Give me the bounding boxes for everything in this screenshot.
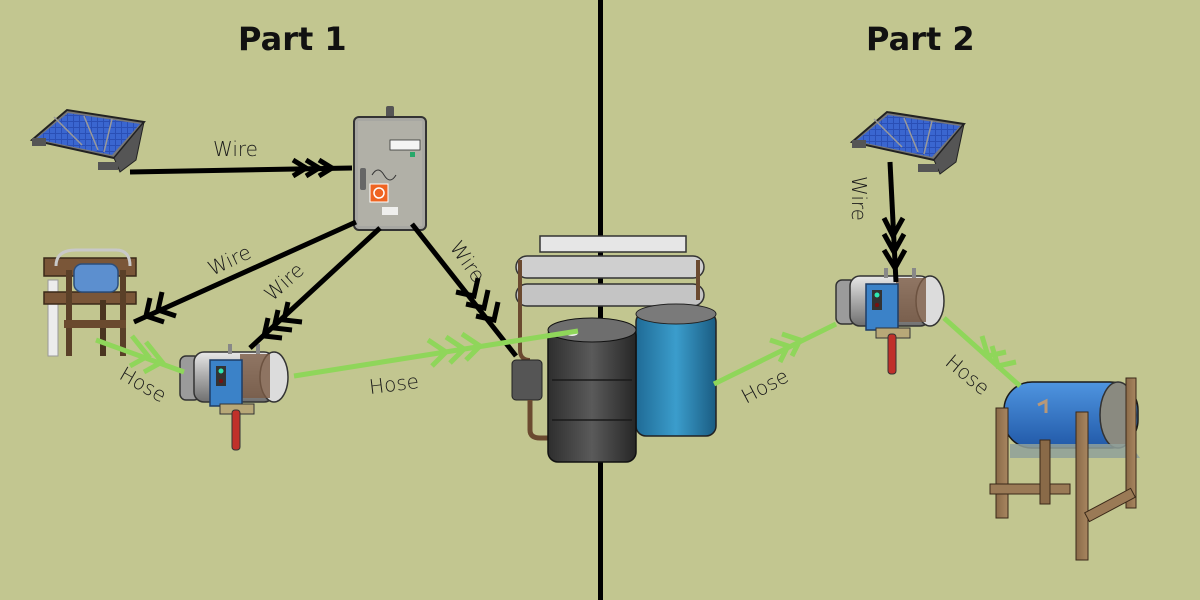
hose-water-pump-to-pump-1 xyxy=(95,334,185,375)
part-2-title: Part 2 xyxy=(866,20,975,58)
label-wire-solar: Wire xyxy=(213,137,258,161)
solar-panel-2 xyxy=(851,111,965,175)
wire-solar-2-to-pump-2 xyxy=(881,161,908,283)
label-hose-water-pump: Hose xyxy=(116,362,171,408)
electrical-branch xyxy=(353,106,427,231)
hose-purifier-to-pump-2 xyxy=(712,321,838,387)
part-1-title: Part 1 xyxy=(238,20,347,58)
label-wire-solar-2: Wire xyxy=(847,176,871,221)
wire-branch-to-water-pump xyxy=(132,219,358,325)
hose-pump-2-to-barrel xyxy=(942,316,1022,388)
wire-branch-to-pump-1 xyxy=(248,226,382,350)
wire-solar-to-branch xyxy=(129,157,353,179)
label-wire-purifier: Wire xyxy=(445,236,490,287)
water-pump xyxy=(43,248,137,357)
label-hose-pump-1: Hose xyxy=(368,369,421,399)
label-wire-water-pump: Wire xyxy=(204,240,255,281)
hose-pump-1-to-purifier xyxy=(293,328,579,379)
solar-panel-1 xyxy=(31,109,145,173)
fluid-switch-pump-2 xyxy=(835,267,945,375)
water-barrel xyxy=(989,377,1140,561)
water-purifier xyxy=(511,235,717,463)
wire-branch-to-purifier xyxy=(410,222,518,358)
fluid-switch-pump-1 xyxy=(179,343,289,451)
